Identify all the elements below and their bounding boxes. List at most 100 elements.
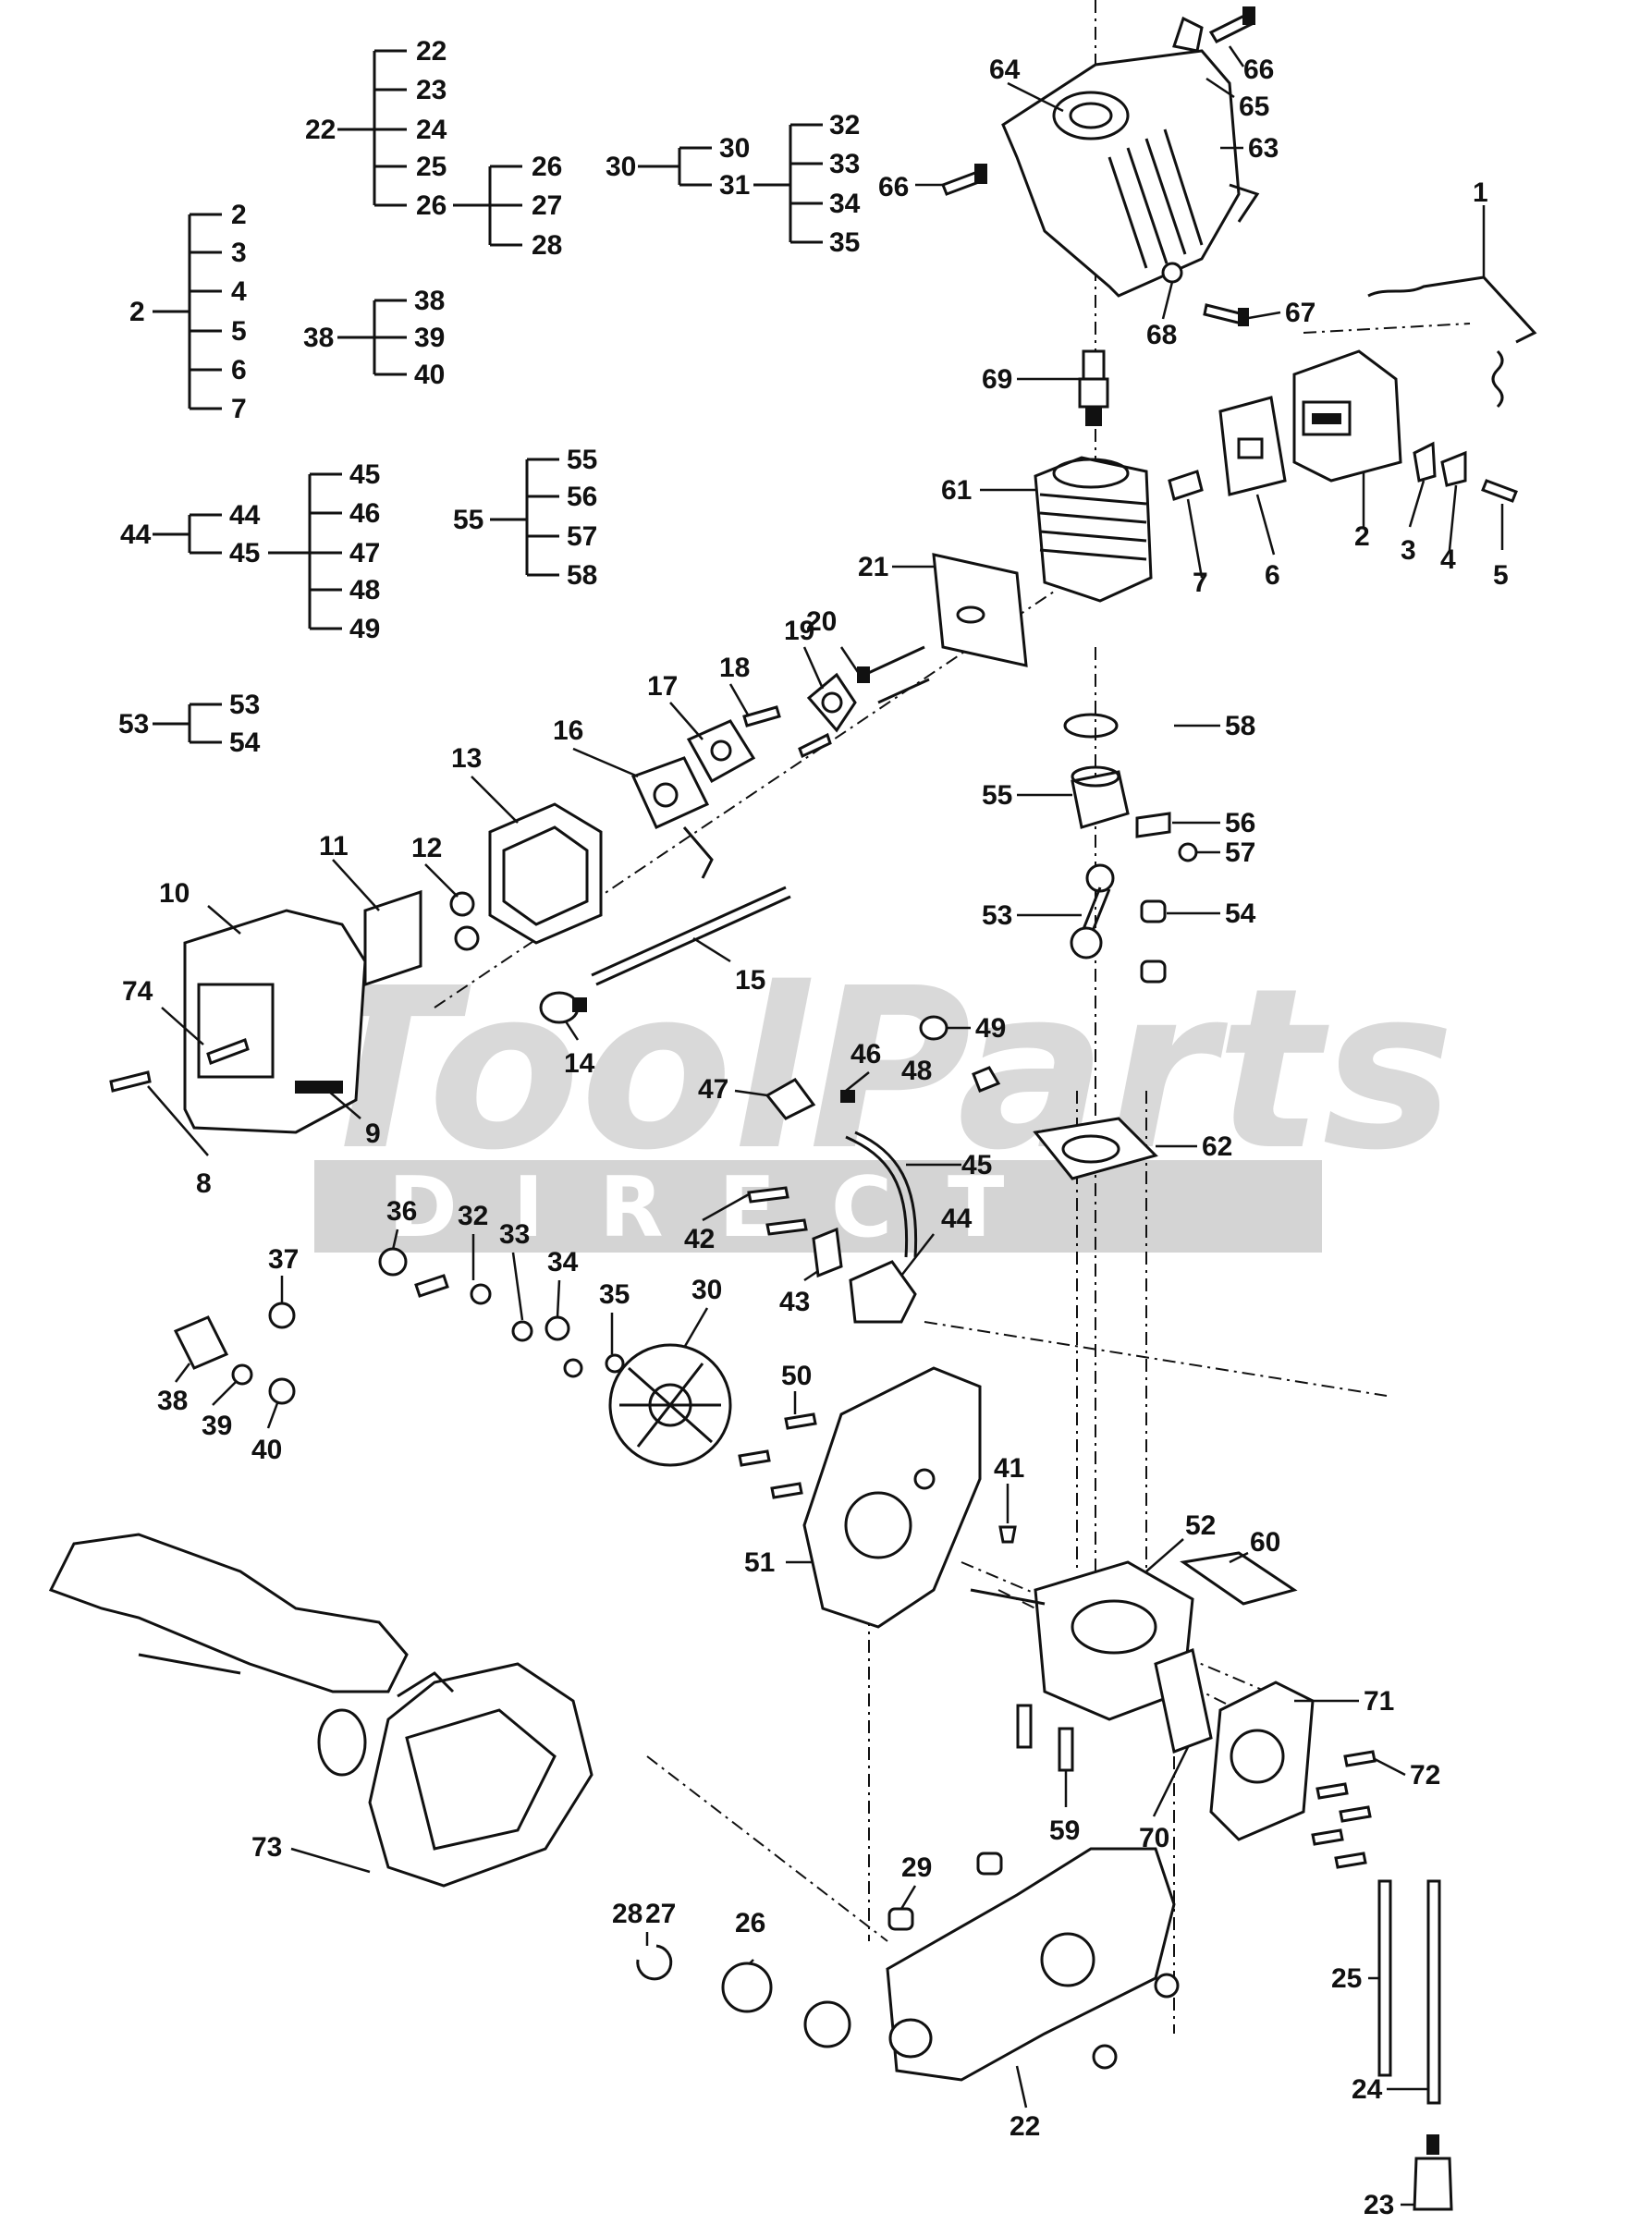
callout-5: 5	[1493, 560, 1509, 591]
callout-36: 36	[386, 1196, 417, 1227]
part-63-cylinder-shroud	[1001, 16, 1260, 298]
callout-59: 59	[1049, 1815, 1080, 1846]
kit-38-child: 40	[414, 360, 445, 390]
callout-62: 62	[1202, 1131, 1232, 1162]
part-40-nut	[268, 1377, 296, 1405]
callout-43: 43	[779, 1287, 810, 1317]
callout-7: 7	[1193, 568, 1208, 598]
callout-labels: 1 2 3 4 5 6 7 8 9 10 11 12 13 14 15 16 1…	[122, 55, 1509, 2220]
kit-26-child: 26	[532, 152, 562, 182]
callout-47: 47	[698, 1074, 728, 1105]
part-47-46-primer	[765, 1078, 855, 1120]
part-37-nut	[268, 1302, 296, 1329]
callout-11: 11	[319, 831, 349, 862]
callout-18: 18	[719, 653, 750, 683]
part-60-plate	[1180, 1551, 1298, 1606]
kit-44-child: 44	[229, 500, 261, 531]
callout-73: 73	[251, 1832, 282, 1863]
kit-30-child: 31	[719, 170, 750, 201]
kit-45-child: 45	[349, 459, 380, 490]
callout-54: 54	[1225, 898, 1256, 929]
callout-41: 41	[994, 1453, 1024, 1484]
callout-64: 64	[989, 55, 1021, 85]
callout-65: 65	[1239, 92, 1269, 122]
kit-tree-30: 30 30 31 32 33 34 35	[606, 110, 861, 258]
callout-28: 28	[612, 1899, 642, 1929]
part-29-grommets	[887, 1852, 1003, 1931]
callout-71: 71	[1364, 1686, 1394, 1717]
callout-56: 56	[1225, 808, 1255, 838]
kit-45-child: 47	[349, 538, 380, 568]
callout-33: 33	[499, 1219, 530, 1250]
callout-42: 42	[684, 1224, 715, 1254]
kit-tree-22: 22 22 23 24 25 26 26 27 28	[305, 36, 562, 261]
kit-26-child: 27	[532, 190, 562, 221]
part-16-carburetor	[630, 756, 714, 879]
part-14-fuel-filter	[539, 991, 587, 1024]
part-66-screws	[941, 6, 1256, 326]
callout-9: 9	[365, 1118, 381, 1149]
callout-52: 52	[1185, 1510, 1216, 1541]
kit-26-child: 28	[532, 230, 562, 261]
part-74-8-screws	[109, 1038, 250, 1093]
part-70-gasket	[1154, 1647, 1213, 1754]
part-58-o-ring	[1063, 713, 1119, 739]
kit-22-parent: 22	[305, 115, 336, 145]
kit-55-child: 56	[567, 482, 597, 512]
kit-22-child: 26	[416, 190, 447, 221]
callout-34: 34	[547, 1247, 579, 1277]
callout-1: 1	[1473, 177, 1488, 208]
kit-45-child: 46	[349, 498, 380, 529]
callout-23: 23	[1364, 2190, 1394, 2220]
part-7-gasket	[1168, 470, 1204, 501]
kit-45-child: 49	[349, 614, 380, 644]
callout-14: 14	[564, 1048, 595, 1079]
callout-3: 3	[1401, 535, 1416, 566]
callout-10: 10	[159, 878, 190, 909]
kit-44-child: 45	[229, 538, 260, 568]
part-17-gasket	[686, 719, 756, 784]
callout-6: 6	[1265, 560, 1280, 591]
kit-2-child: 4	[231, 276, 247, 307]
callout-29: 29	[901, 1852, 932, 1883]
kit-38-child: 38	[414, 286, 445, 316]
callout-45: 45	[961, 1150, 992, 1180]
callout-19: 19	[784, 616, 814, 646]
part-42-screws	[747, 1186, 808, 1236]
kit-22-child: 22	[416, 36, 447, 67]
part-26-fuel-cap	[721, 1962, 851, 2048]
watermark: ToolParts DIRECT	[305, 940, 1454, 1256]
part-41-key	[998, 1525, 1017, 1544]
kit-2-child: 6	[231, 355, 247, 385]
kit-53-child: 54	[229, 727, 261, 758]
kit-2-child: 7	[231, 394, 247, 424]
kit-53-child: 53	[229, 690, 260, 720]
part-6-muffler-gasket	[1218, 396, 1287, 496]
part-61-cylinder	[1034, 456, 1153, 603]
callout-17: 17	[647, 671, 678, 702]
callout-13: 13	[451, 743, 482, 774]
part-69-spark-plug	[1078, 349, 1109, 426]
callout-30: 30	[691, 1275, 722, 1305]
part-44-ignition-module	[849, 1260, 917, 1324]
part-56-57-pin-clip	[1135, 812, 1198, 862]
part-18-adapter	[806, 672, 857, 733]
kit-31-child: 35	[829, 227, 860, 258]
callout-57: 57	[1225, 837, 1255, 868]
part-1-control-wire	[1367, 275, 1537, 409]
kit-55-child: 55	[567, 445, 597, 475]
part-10-air-filter-cover	[183, 909, 367, 1134]
callout-61: 61	[941, 475, 972, 506]
callout-63: 63	[1248, 133, 1279, 164]
kit-31-child: 32	[829, 110, 860, 141]
callout-8: 8	[196, 1168, 212, 1199]
kit-55-child: 58	[567, 560, 597, 591]
part-52-crankcase	[970, 1560, 1194, 1721]
part-50-screws	[738, 1412, 817, 1499]
kit-30-parent: 30	[606, 152, 636, 182]
part-25-fuel-line	[1377, 1879, 1392, 2077]
callout-60: 60	[1250, 1527, 1280, 1558]
callout-27: 27	[645, 1899, 676, 1929]
kit-2-child: 5	[231, 316, 247, 347]
part-72-screws	[1311, 1750, 1377, 1869]
